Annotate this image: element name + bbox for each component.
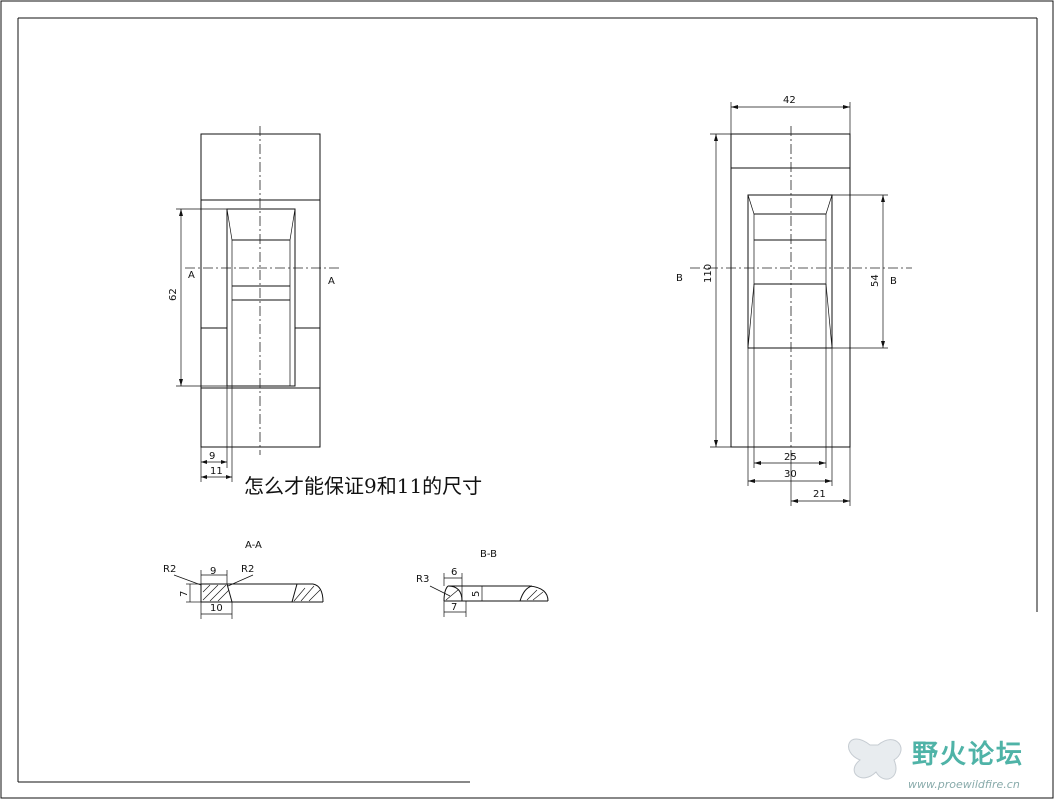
section-aa-dim-10: 10 <box>210 603 223 614</box>
inner-frame <box>17 17 1038 783</box>
watermark-url: www.proewildfire.cn <box>908 778 1020 791</box>
watermark-name: 野火论坛 <box>912 740 1024 770</box>
section-aa <box>173 570 324 619</box>
section-bb-dim-5: 5 <box>471 591 482 597</box>
side-dim-30: 30 <box>784 469 797 480</box>
section-bb-title: B-B <box>480 549 497 560</box>
front-dim-62: 62 <box>168 288 179 301</box>
side-dim-42: 42 <box>783 95 796 106</box>
watermark-logo <box>848 738 902 780</box>
front-marker-a-left: A <box>188 270 195 281</box>
section-aa-r2-right: R2 <box>241 564 254 575</box>
side-view <box>690 102 912 506</box>
section-aa-r2-left: R2 <box>163 564 176 575</box>
section-bb-dim-6: 6 <box>451 567 457 578</box>
section-bb-r3: R3 <box>416 574 429 585</box>
section-aa-dim-7: 7 <box>179 591 190 597</box>
side-marker-b-right: B <box>890 276 897 287</box>
side-dim-21: 21 <box>813 489 826 500</box>
front-dim-9: 9 <box>209 451 215 462</box>
section-bb-dim-7: 7 <box>451 602 457 613</box>
question-note: 怎么才能保证9和11的尺寸 <box>244 474 482 498</box>
section-aa-title: A-A <box>245 540 262 551</box>
section-bb <box>429 573 549 617</box>
section-aa-dim-9: 9 <box>210 566 216 577</box>
front-view <box>176 126 340 482</box>
side-marker-b-left: B <box>676 273 683 284</box>
side-dim-110: 110 <box>703 264 714 283</box>
butterfly-icon <box>848 738 902 780</box>
front-marker-a-right: A <box>328 276 335 287</box>
side-dim-25: 25 <box>784 452 797 463</box>
front-dim-11: 11 <box>210 466 223 477</box>
side-dim-54: 54 <box>870 274 881 287</box>
